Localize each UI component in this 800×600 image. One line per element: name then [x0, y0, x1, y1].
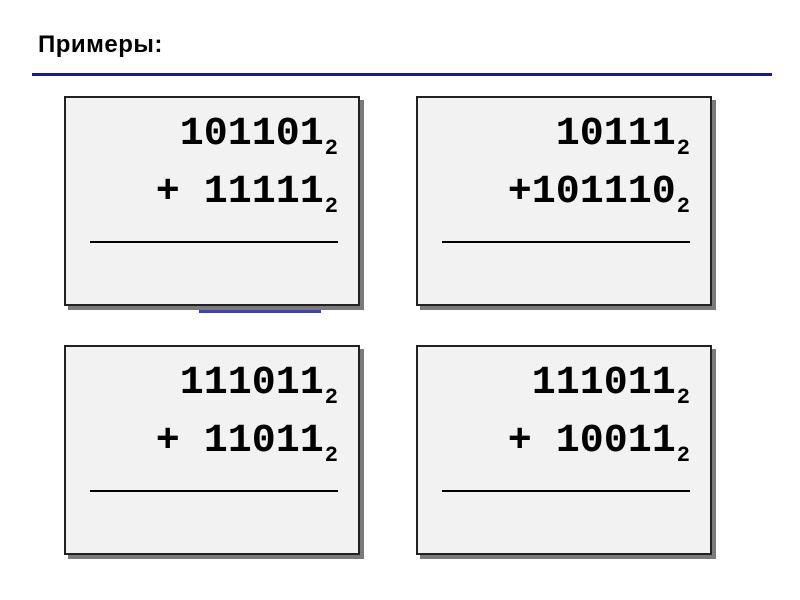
second-addend-digits: + 11111	[155, 170, 324, 215]
first-addend-digits: 101101	[155, 112, 324, 157]
sum-line	[442, 241, 690, 243]
first-addend-base: 2	[676, 136, 690, 161]
first-addend-base: 2	[324, 136, 338, 161]
example-card-3: 1110112 + 110112	[64, 345, 360, 555]
sum-line	[442, 490, 690, 492]
second-addend-digits: +101110	[507, 170, 676, 215]
first-addend-digits: 111011	[155, 361, 324, 406]
second-addend-base: 2	[324, 443, 338, 468]
second-addend-digits: + 10011	[507, 419, 676, 464]
first-addend: 1011012	[155, 112, 338, 162]
first-addend: 101112	[531, 112, 690, 162]
first-addend-digits: 10111	[531, 112, 676, 157]
second-addend: + 110112	[155, 419, 338, 469]
sum-line	[90, 490, 338, 492]
example-card-4: 1110112 + 100112	[416, 345, 712, 555]
second-addend: +1011102	[507, 170, 690, 220]
first-addend-base: 2	[676, 385, 690, 410]
second-addend-base: 2	[324, 194, 338, 219]
first-addend: 1110112	[507, 361, 690, 411]
second-addend: + 100112	[507, 419, 690, 469]
second-addend-base: 2	[676, 194, 690, 219]
first-addend-base: 2	[324, 385, 338, 410]
second-addend-digits: + 11011	[155, 419, 324, 464]
first-addend: 1110112	[155, 361, 338, 411]
title-underline	[32, 73, 772, 76]
second-addend-base: 2	[676, 443, 690, 468]
sum-line	[90, 241, 338, 243]
page-title: Примеры:	[38, 31, 163, 58]
example-card-2: 101112 +1011102	[416, 96, 712, 306]
accent-bar	[199, 310, 321, 313]
example-card-1: 1011012 + 111112	[64, 96, 360, 306]
second-addend: + 111112	[155, 170, 338, 220]
first-addend-digits: 111011	[507, 361, 676, 406]
